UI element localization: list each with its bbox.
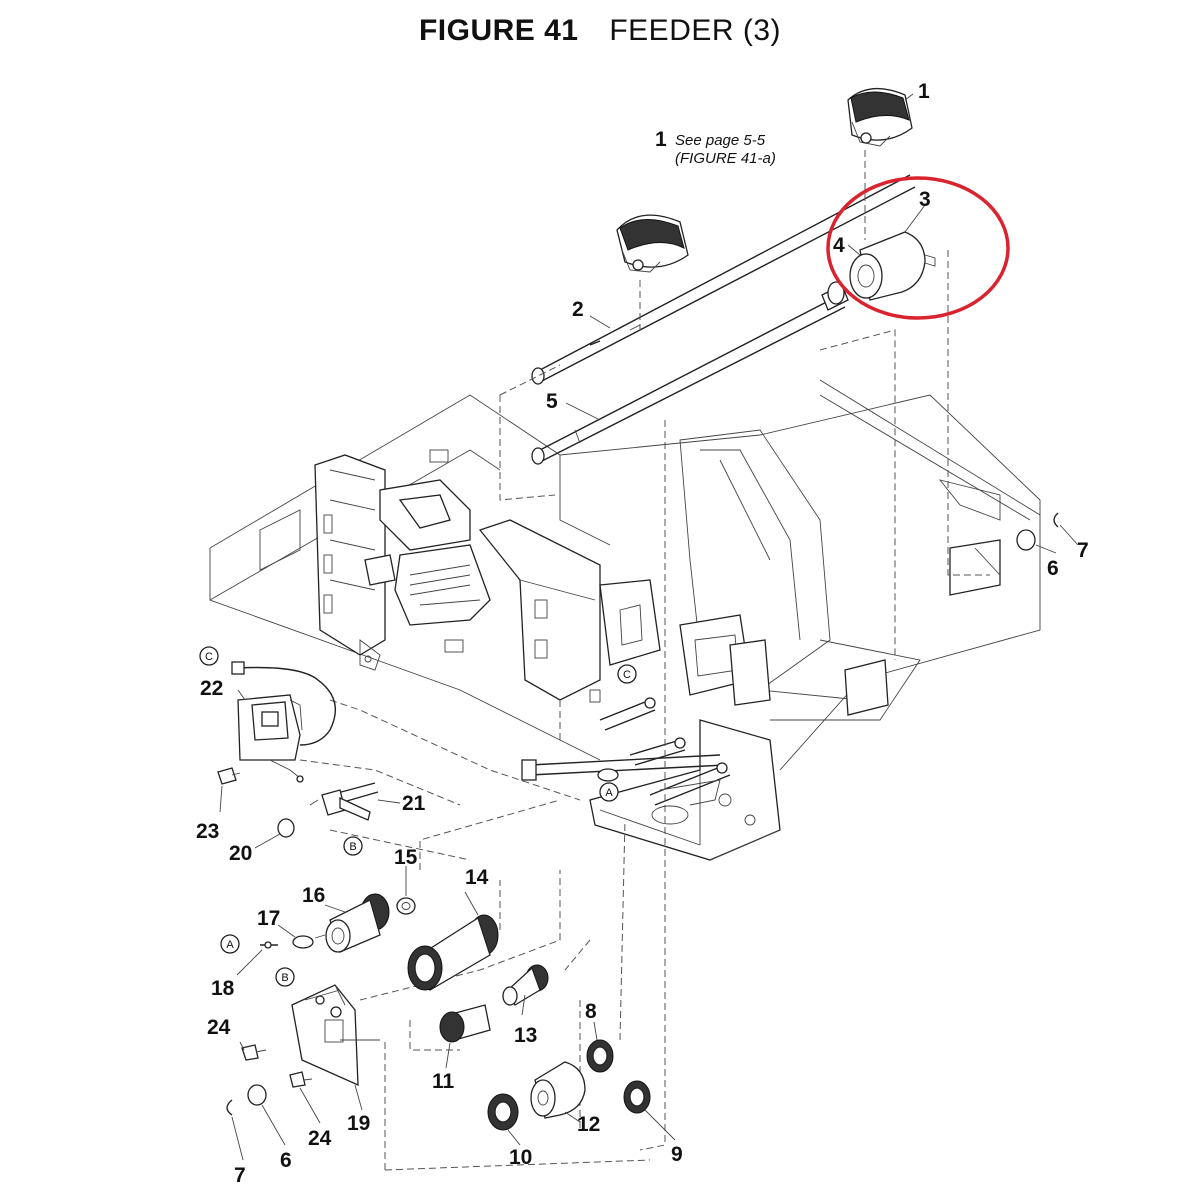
callout-1: 1 [918,80,930,103]
lower-shafts [521,697,731,806]
pin-18 [260,941,278,949]
callout-16: 16 [302,884,325,907]
clutch-12 [530,1061,586,1119]
callout-10: 10 [509,1146,532,1169]
e-ring-7-upper [1053,512,1059,528]
gear-11 [439,1004,491,1043]
reference-b-label: B [349,841,356,853]
reference-c-bracket: C [617,664,637,684]
shaft-2 [531,174,916,385]
clip-17 [292,935,314,949]
screw-23 [217,767,241,785]
figure-number: FIGURE 41 [418,14,579,47]
callout-14: 14 [465,866,489,889]
bushing-15 [396,897,416,915]
reference-a-shaft: A [599,782,619,802]
callout-15: 15 [394,846,418,869]
callout-24-upper: 24 [207,1016,231,1039]
bracket-19 [291,984,380,1087]
bushing-6-lower [247,1084,267,1106]
gear-9 [623,1080,651,1114]
highlight-circle [826,176,1010,320]
gear-10 [487,1093,519,1131]
actuator-21 [309,782,379,821]
callout-3: 3 [919,188,931,211]
reference-c-top: C [199,646,219,666]
callout-17: 17 [257,907,280,930]
gear-8 [586,1039,614,1073]
gear-16 [314,893,390,953]
reference-a-label: A [226,939,234,951]
callout-11: 11 [432,1070,455,1093]
figure-title: FIGURE 41 FEEDER (3) [0,14,1200,48]
page-reference-note: 1 See page 5-5 (FIGURE 41-a) [655,128,776,167]
callout-7-upper: 7 [1077,539,1089,562]
callout-labels: 1 2 3 4 5 6 7 22 23 20 21 15 14 16 17 18… [196,80,1089,1187]
reference-b-actuator: B [343,836,363,856]
pickup-roller-left [616,214,689,273]
note-line-1: See page 5-5 [675,132,766,149]
callout-8: 8 [585,1000,597,1023]
note-line-2: (FIGURE 41-a) [675,150,776,167]
callout-13: 13 [514,1024,537,1047]
callout-21: 21 [402,792,426,815]
callout-24-lower: 24 [308,1127,332,1150]
label-leaders [219,93,1079,1161]
e-ring-7-lower [226,1099,233,1116]
figure-name: FEEDER (3) [609,14,782,47]
callout-5: 5 [546,390,558,413]
pickup-roller-right [847,87,913,147]
reference-a-label: A [605,787,613,799]
callout-9: 9 [671,1143,683,1166]
dashed-leaders [299,150,990,1171]
connector-assembly [364,479,491,653]
callout-12: 12 [577,1113,600,1136]
callout-22: 22 [200,677,223,700]
reference-c-label: C [623,669,631,681]
callout-19: 19 [347,1112,370,1135]
roller-part-3 [849,231,936,301]
callout-6-upper: 6 [1047,557,1059,580]
feeder-frame [209,379,1041,771]
gear-13 [502,964,549,1006]
callout-18: 18 [211,977,235,1000]
reference-b-bracket: B [275,967,295,987]
solenoid-22 [231,661,337,783]
screw-24-upper [241,1044,267,1061]
callout-6-lower: 6 [280,1149,292,1172]
callout-23: 23 [196,820,219,843]
screw-24-lower [289,1071,313,1088]
right-bracket [679,539,1001,716]
callout-1-note: 1 [655,128,667,151]
gear-14 [407,914,499,991]
lower-mounting-plate [589,719,781,861]
reference-c-label: C [205,651,213,663]
callout-20: 20 [229,842,252,865]
reference-a-pin: A [220,934,240,954]
left-side-bracket [314,449,449,671]
bushing-6-upper [1016,529,1036,551]
center-bracket [478,519,661,703]
washer-20 [277,818,295,838]
bushing-part-4 [827,281,845,305]
callout-2: 2 [572,298,584,321]
callout-4: 4 [833,234,845,257]
callout-7-lower: 7 [234,1164,246,1187]
reference-b-label: B [281,972,288,984]
